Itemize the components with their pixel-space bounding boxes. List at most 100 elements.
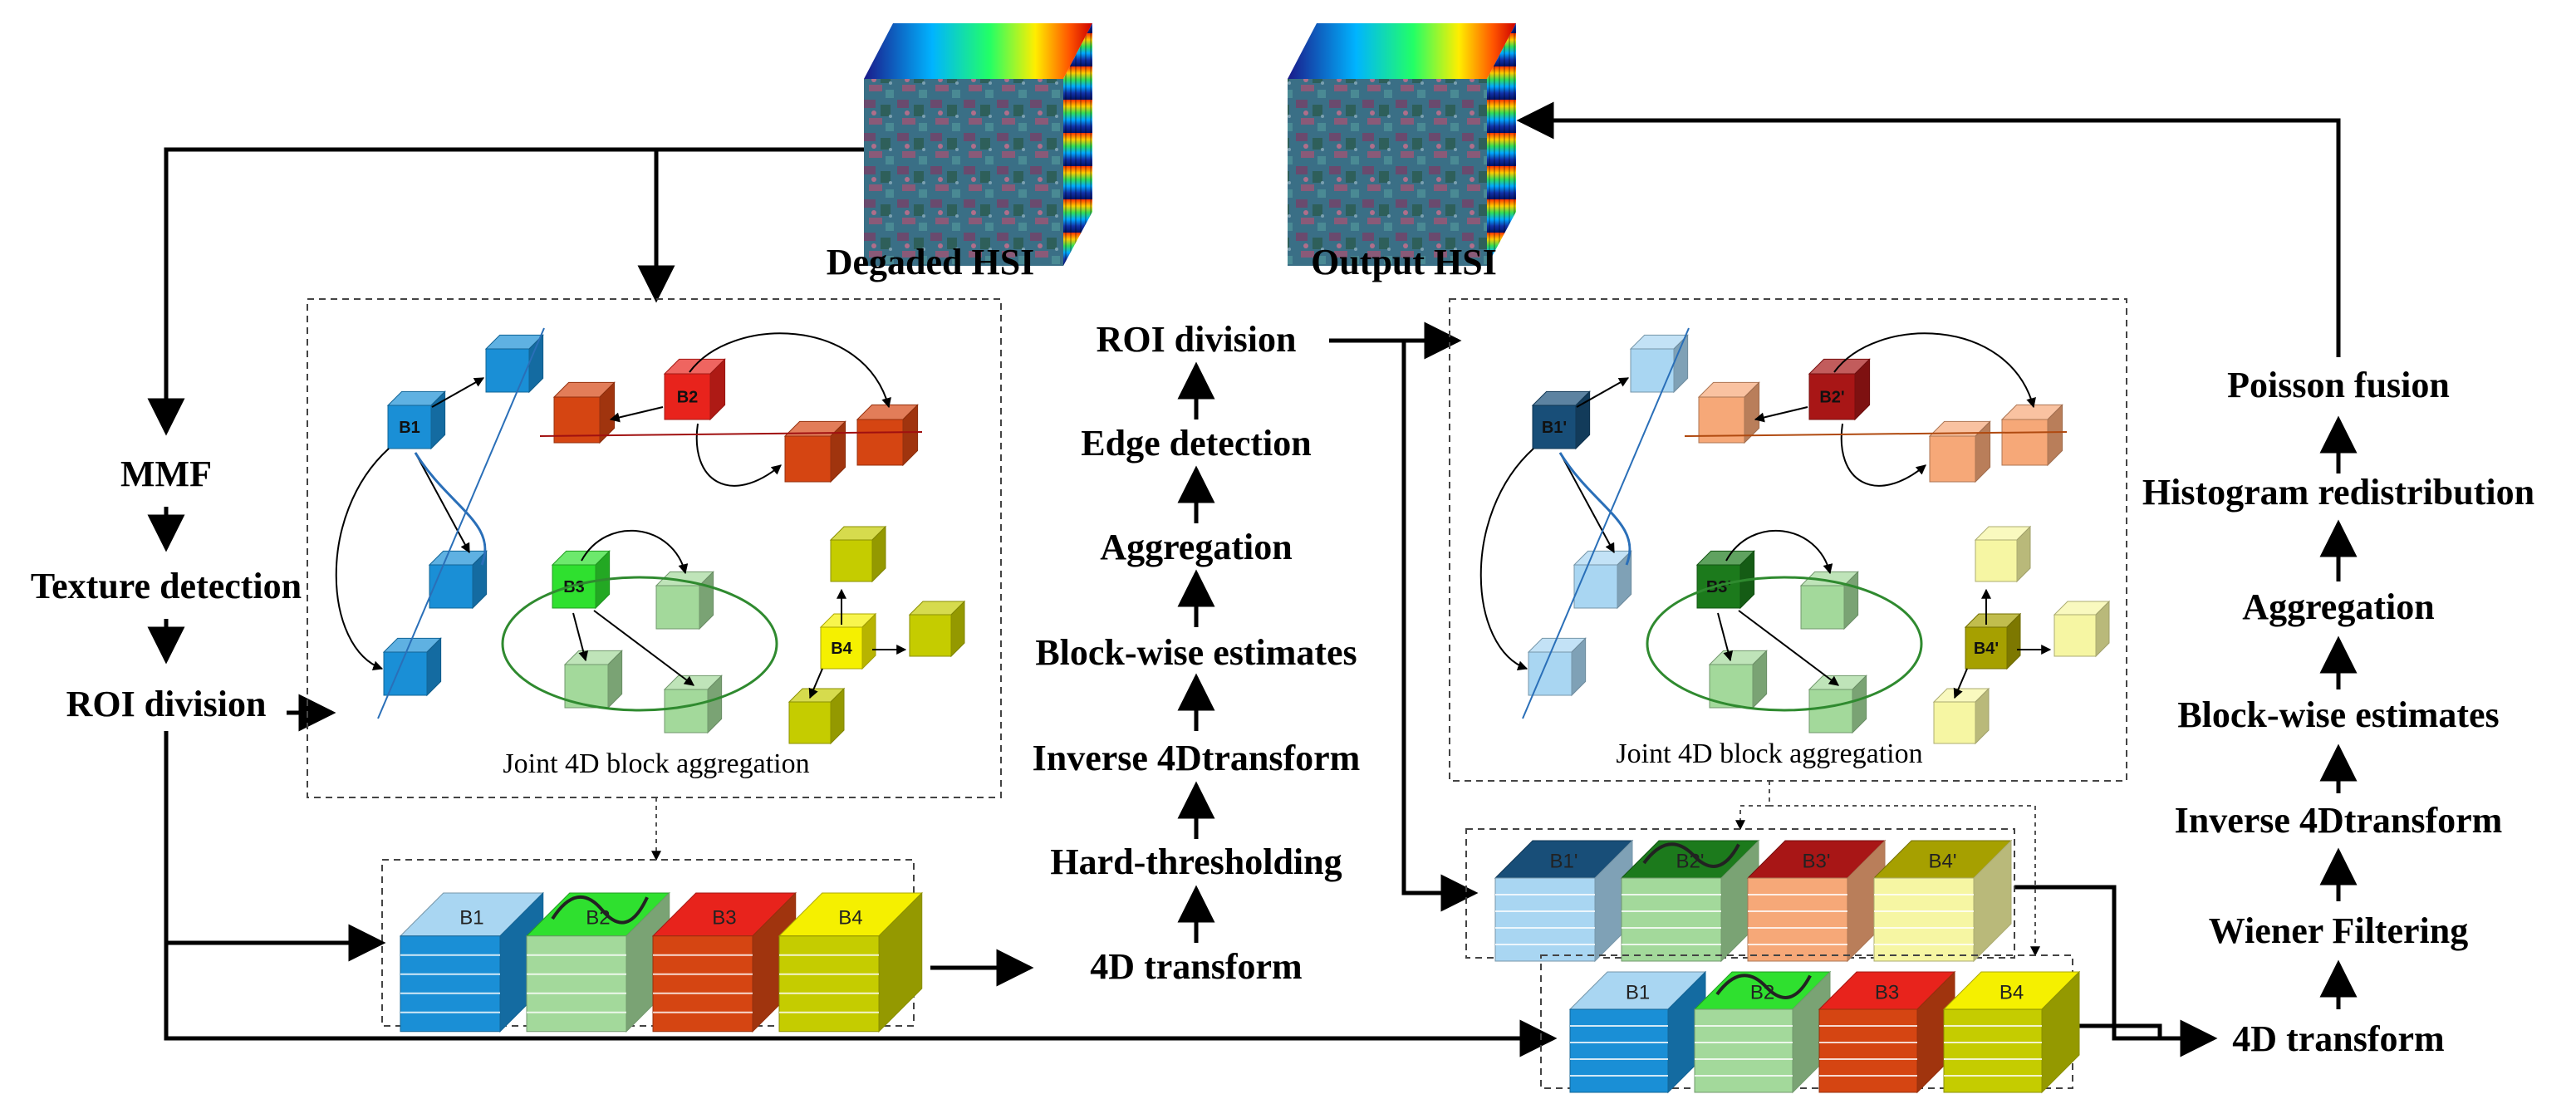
edge-b1-n1 [1576, 377, 1630, 408]
connectors [147, 101, 2358, 1057]
stage2-aggregation-box [1449, 298, 2127, 782]
right-chain: 4D transform Wiener Filtering Inverse 4D… [2142, 365, 2534, 1059]
mid-aggregation-step: Aggregation [1100, 527, 1292, 567]
stage1-stack-3: B3 [651, 891, 797, 1033]
stage2-noisy-stack-3: B3 [1818, 970, 1956, 1094]
stage2-noisy-stacks: B1 B2 B3 B4 [1568, 970, 2081, 1094]
mid-inverse-4d-transform-step: Inverse 4Dtransform [1033, 738, 1361, 778]
block-b2-label: B2' [1819, 389, 1844, 407]
stage1-stack-1: B1 [399, 891, 544, 1033]
block-b1: B1' [1531, 390, 1591, 450]
dotted-connectors [651, 781, 2040, 957]
block-b3-label: B3 [563, 578, 585, 596]
stage2-noisy-stack-3-label: B3 [1875, 981, 1899, 1003]
block-b2-label: B2 [677, 389, 699, 407]
track-b2 [539, 431, 923, 437]
stage2-noisy-stack-2: B2 [1693, 970, 1832, 1094]
stage1-stack-2: B2 [525, 891, 670, 1033]
block-b2-neighbor-1 [1697, 381, 1760, 444]
stage2-estimate-stack-box [1465, 828, 2015, 959]
stage2-est-stack-4-label: B4' [1929, 850, 1957, 872]
left-chain: MMF Texture detection ROI division [31, 454, 302, 724]
mmf-step: MMF [120, 454, 212, 494]
hard-thresholding-step: Hard-thresholding [1050, 841, 1342, 882]
right-block-wise-estimates-step: Block-wise estimates [2177, 694, 2499, 735]
block-b4-neighbor-1 [1974, 525, 2032, 583]
block-b2-neighbor-2 [1928, 420, 1991, 483]
block-b4-neighbor-2 [2053, 600, 2111, 658]
stage1-caption: Joint 4D block aggregation [503, 748, 809, 779]
block-b2-neighbor-2 [783, 420, 846, 483]
block-b3-neighbor-2 [1708, 650, 1768, 709]
edge-b4-n3 [1953, 668, 1968, 699]
block-b3-neighbor-2 [563, 650, 623, 709]
stage2-est-stack-2: B2' [1620, 839, 1760, 963]
degraded-hsi-label: Degaded HSI [827, 242, 1035, 282]
block-b1-neighbor-1 [484, 334, 544, 394]
block-b4: B4 [819, 612, 877, 670]
block-b1-neighbor-2 [428, 550, 488, 610]
track-b1 [1522, 327, 1690, 719]
block-b2: B2 [663, 358, 726, 421]
stage2-est-stack-2-label: B2' [1676, 850, 1705, 872]
block-b1-label: B1' [1542, 419, 1567, 437]
stage2-block-graph: B1'B2'B3'B4' [1479, 327, 2111, 745]
stage2-caption: Joint 4D block aggregation [1616, 738, 1922, 769]
mid-block-wise-estimates-step: Block-wise estimates [1035, 632, 1357, 673]
edge-b2-n1 [1754, 406, 1808, 423]
edge-b2-n3 [1833, 332, 2036, 409]
edge-b3-n3 [1738, 610, 1839, 686]
block-b2-neighbor-3 [856, 404, 919, 467]
track-b2 [1684, 431, 2068, 437]
block-b4-label: B4 [831, 640, 852, 658]
track-b3 [1646, 576, 1923, 712]
track-b3 [501, 576, 778, 712]
block-b2-neighbor-3 [2000, 404, 2063, 467]
right-4d-transform-step: 4D transform [2232, 1018, 2444, 1059]
block-b4-neighbor-1 [829, 525, 887, 583]
output-hsi-label: Output HSI [1311, 242, 1497, 282]
block-b4-neighbor-3 [788, 687, 846, 745]
stage1-stack-4-label: B4 [838, 906, 862, 929]
block-b3-neighbor-1 [1799, 571, 1859, 630]
edge-b1-n2 [1559, 452, 1615, 554]
stage1-stack-1-label: B1 [459, 906, 483, 929]
roi-division-mid-step: ROI division [1097, 319, 1297, 360]
stage2-est-stack-3: B3' [1746, 839, 1887, 963]
block-b4-label: B4' [1974, 640, 1999, 658]
stage2-noisy-stack-2-label: B2 [1750, 981, 1774, 1003]
edge-b2-n2 [695, 423, 782, 487]
block-b1-label: B1 [399, 419, 420, 437]
block-b2-neighbor-1 [552, 381, 616, 444]
block-b1-neighbor-1 [1629, 334, 1689, 394]
block-b1-neighbor-3 [382, 637, 442, 697]
edge-b3-n2 [572, 612, 589, 662]
edge-b1-n3 [1479, 448, 1534, 670]
block-b4-neighbor-3 [1932, 687, 1990, 745]
stage1-stack-2-label: B2 [586, 906, 610, 929]
edge-b1-n1 [431, 377, 485, 408]
edge-b1-n3 [335, 448, 390, 670]
edge-b3-n1 [1725, 529, 1833, 575]
edge-b3-n2 [1717, 612, 1734, 662]
poisson-fusion-step: Poisson fusion [2227, 365, 2450, 405]
stage2-noisy-stack-1-label: B1 [1626, 981, 1650, 1003]
edge-b4-n3 [808, 668, 823, 699]
edge-b3-n3 [593, 610, 694, 686]
block-b3: B3 [551, 550, 611, 610]
block-b1-neighbor-2 [1573, 550, 1632, 610]
edge-b1-n2 [415, 452, 470, 554]
stage2-est-stack-1-label: B1' [1550, 850, 1578, 872]
stage2-noisy-stack-4: B4 [1942, 970, 2081, 1094]
edge-b2-n3 [689, 332, 891, 409]
texture-detection-step: Texture detection [31, 566, 302, 606]
block-b4-neighbor-2 [908, 600, 966, 658]
histogram-redistribution-step: Histogram redistribution [2142, 472, 2534, 513]
mid-4d-transform-step: 4D transform [1090, 946, 1302, 987]
middle-chain: 4D transform Hard-thresholding Inverse 4… [1033, 319, 1361, 987]
curve-b1 [414, 452, 487, 566]
wiener-filtering-step: Wiener Filtering [2209, 910, 2468, 951]
stage2-estimate-stacks: B1' B2' B3' B4' [1494, 839, 2013, 963]
